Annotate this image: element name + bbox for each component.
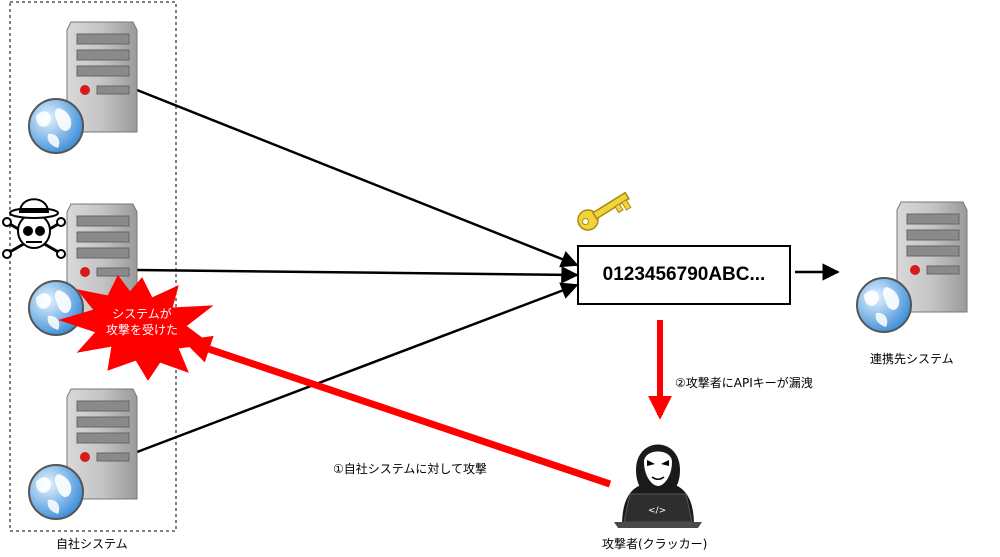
partner-globe-icon [856,277,912,333]
cracker-label: 攻撃者(クラッカー) [602,537,708,551]
attacked-label-line2: 攻撃を受けた [105,323,178,337]
attack-arrow [182,335,612,488]
globe-icon [28,98,84,154]
hacker-laptop-icon [614,444,702,528]
key-icon [577,191,632,231]
arrow-server3-to-key [136,282,579,454]
attacked-label: システムが 攻撃を受けた [72,306,212,338]
attacked-label-line1: システムが [112,307,172,321]
skull-hat-icon [2,198,66,259]
laptop-code-glyph: </> [648,506,667,516]
globe-icon [28,464,84,520]
api-key-box: 0123456790ABC... [577,245,791,305]
step1-label: ①自社システムに対して攻撃 [333,462,488,476]
partner-system-label: 連携先システム [870,352,954,366]
step2-label: ②攻撃者にAPIキーが漏洩 [675,376,813,390]
api-key-text: 0123456790ABC... [602,264,766,285]
arrow-server1-to-key [136,88,579,268]
attack-burst [58,275,214,381]
arrow-server2-to-key [136,266,579,284]
own-system-label: 自社システム [56,537,128,551]
